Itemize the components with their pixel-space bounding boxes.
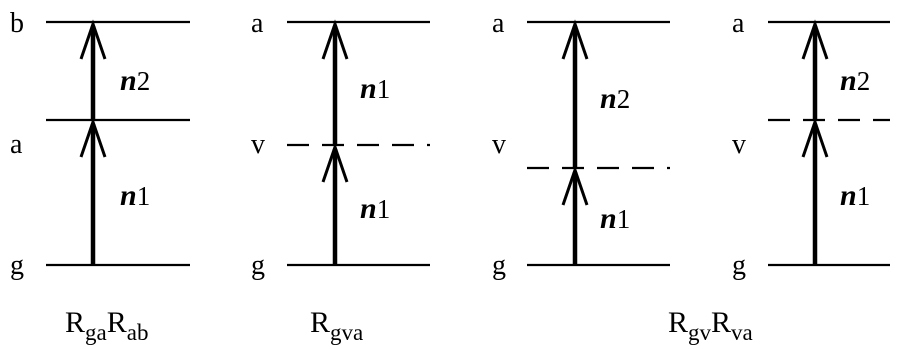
level-label-a: a [10,129,23,160]
arrowhead-icon [79,19,107,60]
photon-label-upper: n2 [840,64,870,97]
level-label-g: g [251,250,265,281]
photon-label-lower: n1 [600,202,630,235]
photon-label-upper: n2 [600,82,630,115]
panel-1: b a g n1 n2 [10,8,190,281]
level-label-a: a [732,8,745,39]
level-label-v: v [251,129,265,160]
caption-rgva: Rgva [310,306,363,345]
level-label-a: a [251,8,264,39]
arrowhead-icon [801,19,829,60]
panel-2: a v g n1 n1 [251,8,430,281]
photon-label-upper: n2 [120,64,150,97]
arrowhead-icon [79,117,107,158]
panel-4: a v g n1 n2 [732,8,890,281]
level-label-g: g [492,250,506,281]
level-label-v: v [732,129,746,160]
photon-label-lower: n1 [360,192,390,225]
arrowhead-icon [321,19,349,60]
arrowhead-icon [321,142,349,183]
caption-rgv-rva: RgvRva [668,306,753,345]
arrowhead-icon [561,19,589,60]
arrowhead-icon [801,117,829,158]
level-label-v: v [492,129,506,160]
level-label-g: g [10,250,24,281]
level-label-g: g [732,250,746,281]
level-label-a: a [492,8,505,39]
photon-label-lower: n1 [840,179,870,212]
caption-rga-rab: RgaRab [65,306,148,345]
panel-3: a v g n1 n2 [492,8,670,281]
photon-label-upper: n1 [360,72,390,105]
arrowhead-icon [561,165,589,206]
level-label-b: b [10,8,24,39]
photon-label-lower: n1 [120,179,150,212]
